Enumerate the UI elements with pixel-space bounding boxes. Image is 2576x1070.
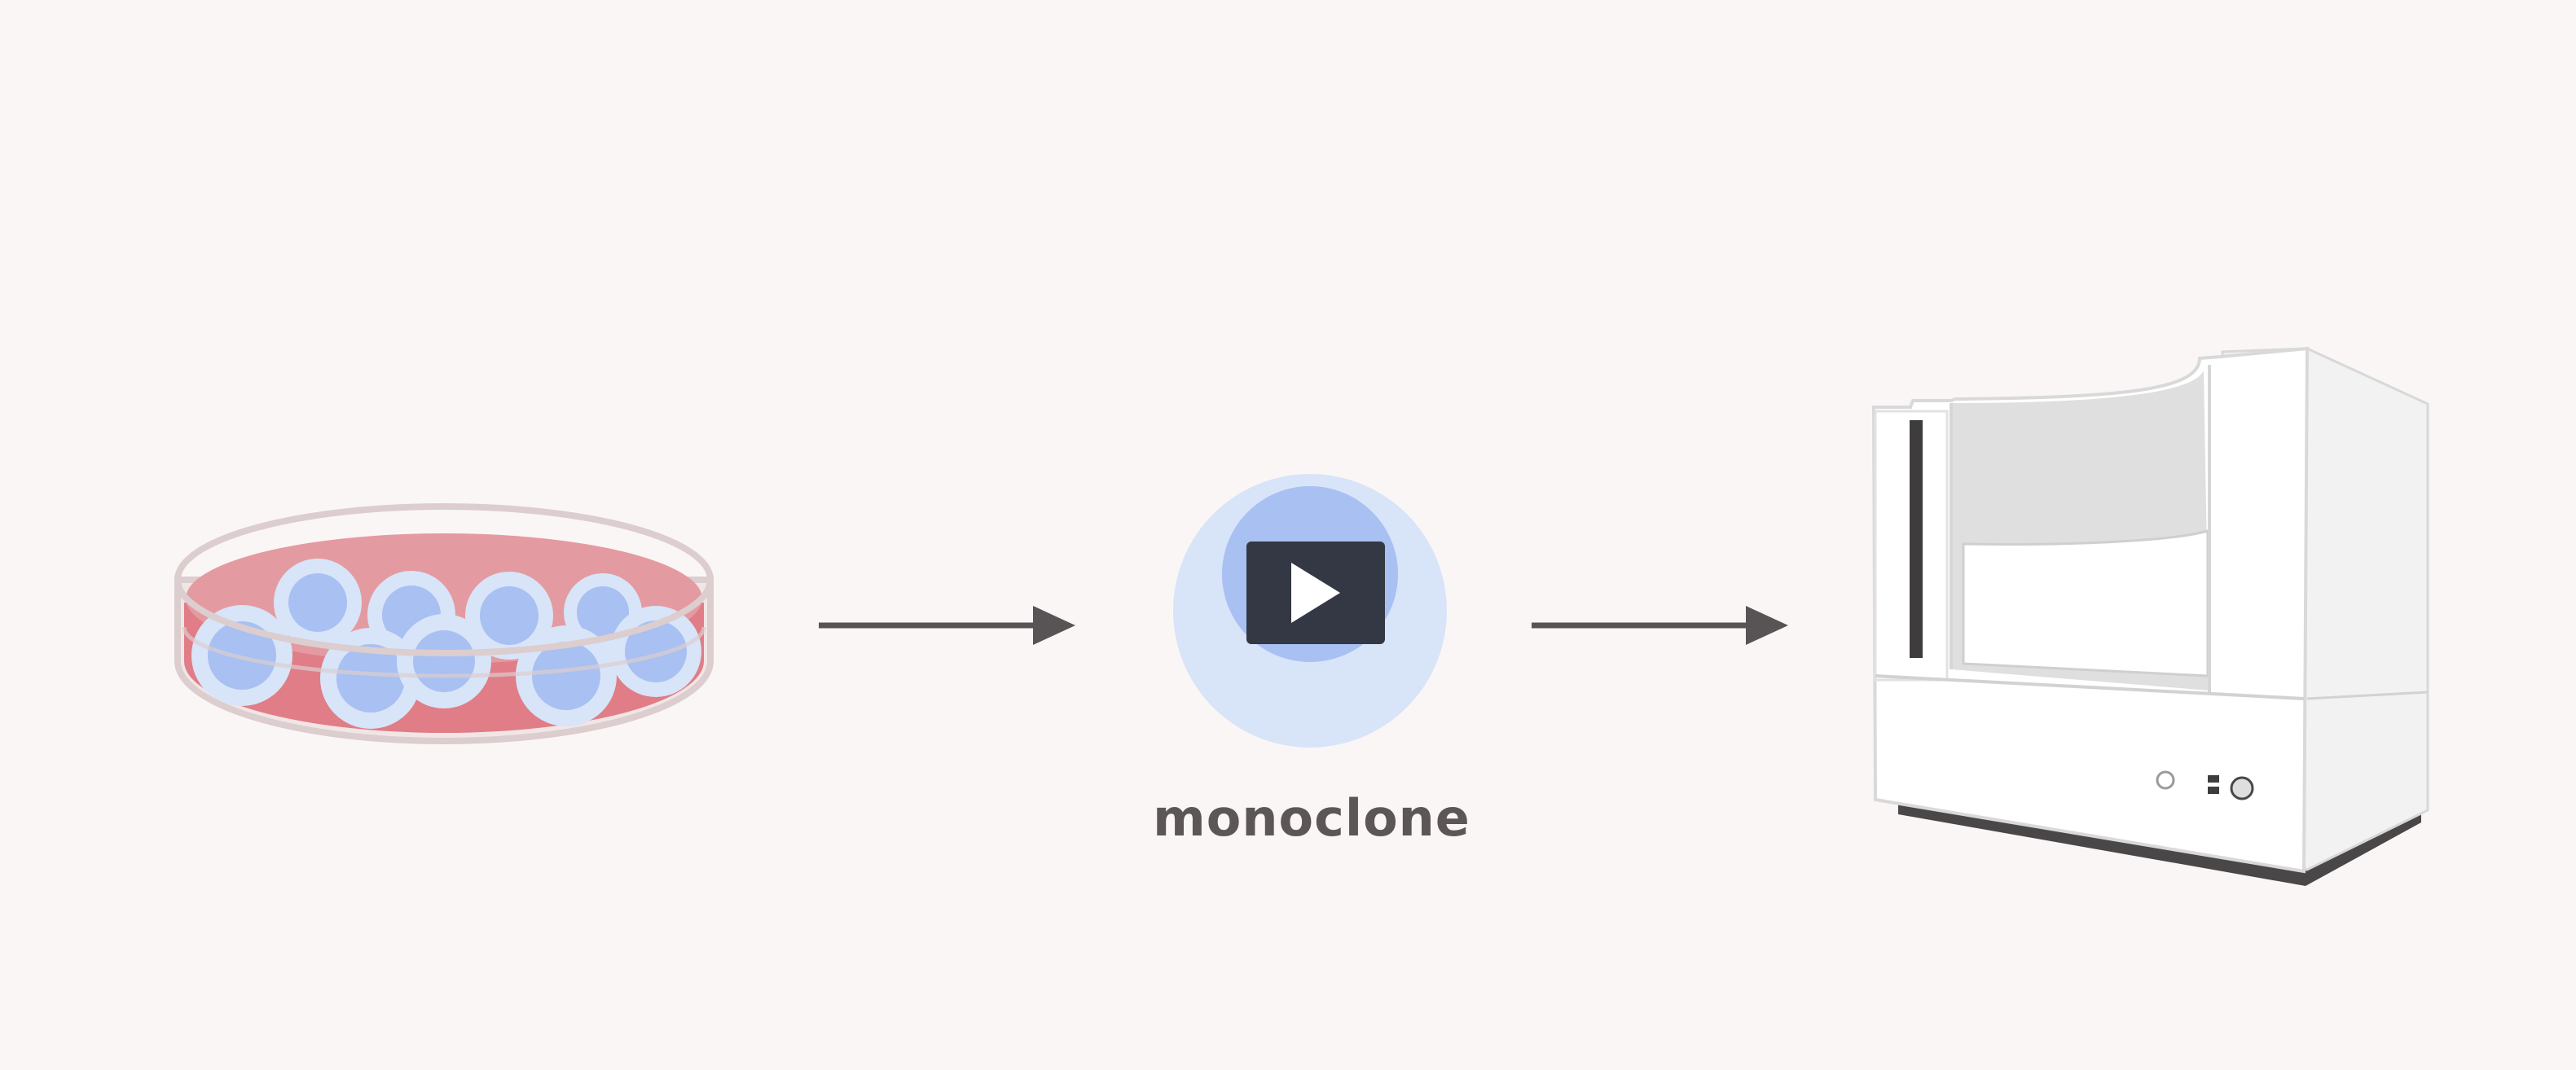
play-icon — [1291, 563, 1340, 623]
machine-controls — [2156, 770, 2254, 800]
arrow-right-icon — [819, 606, 1075, 645]
caption-monoclone: monoclone — [1153, 788, 1470, 848]
play-button[interactable] — [1246, 542, 1385, 644]
sequencer-machine-icon — [1871, 346, 2429, 886]
petri-dish-icon — [174, 503, 714, 744]
arrow-right-icon — [1532, 606, 1788, 645]
